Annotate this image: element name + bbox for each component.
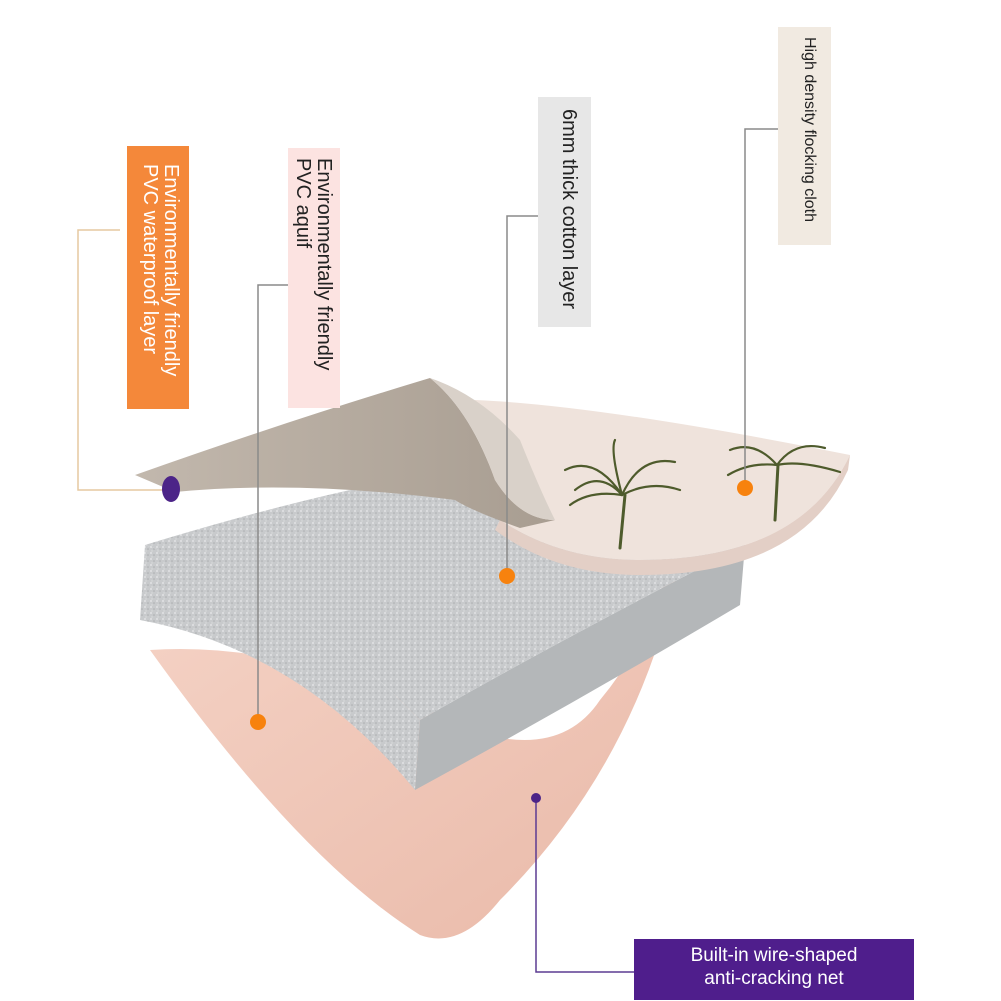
marker-aquif <box>250 714 266 730</box>
label-aquif-line-2: PVC aquif <box>292 158 314 249</box>
leader-aquif <box>257 284 290 722</box>
leader-net <box>535 798 634 973</box>
marker-net <box>531 793 541 803</box>
label-cotton-line-1: 6mm thick cotton layer <box>558 109 580 310</box>
marker-flocking <box>737 480 753 496</box>
leader-flocking <box>744 128 780 488</box>
marker-cotton <box>499 568 515 584</box>
palm-tree-print <box>563 438 842 550</box>
label-cotton-layer: 6mm thick cotton layer <box>538 97 591 327</box>
label-aquif-line-1: Environmentally friendly <box>313 158 335 371</box>
leader-waterproof <box>77 229 169 491</box>
label-waterproof-line-2: PVC waterproof layer <box>139 164 161 355</box>
leader-cotton <box>506 215 540 576</box>
pvc-aquif-sheet <box>135 378 555 528</box>
label-net-line-1: Built-in wire-shaped <box>690 945 858 966</box>
pvc-sheet-curl <box>430 378 555 520</box>
label-flocking-line-1: High density flocking cloth <box>801 37 818 222</box>
flocking-cloth-layer <box>475 400 850 560</box>
flocking-cloth-edge <box>495 455 850 575</box>
foam-side-face <box>415 545 745 790</box>
foam-front-face <box>140 545 420 790</box>
label-flocking-cloth: High density flocking cloth <box>778 27 831 245</box>
marker-waterproof <box>162 476 180 502</box>
label-anti-cracking-net: Built-in wire-shaped anti-cracking net <box>634 939 914 1000</box>
label-waterproof-line-1: Environmentally friendly <box>160 164 182 377</box>
label-waterproof-layer: Environmentally friendly PVC waterproof … <box>127 146 189 409</box>
label-net-line-2: anti-cracking net <box>704 967 844 989</box>
label-pvc-aquif: Environmentally friendly PVC aquif <box>288 148 340 408</box>
